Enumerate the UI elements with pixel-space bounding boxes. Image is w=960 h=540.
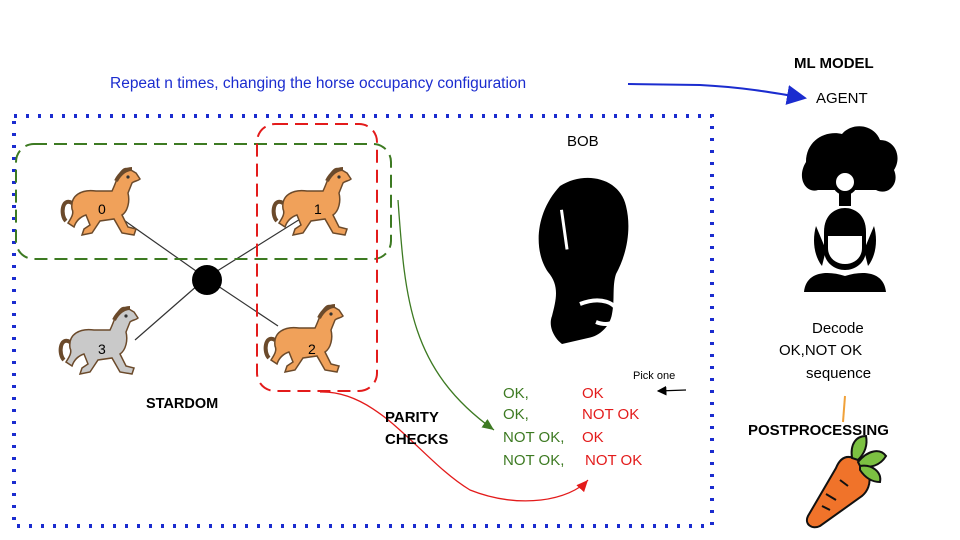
parity-row-4-first: NOT OK, (503, 452, 565, 469)
parity-checks-label-line2: CHECKS (385, 431, 449, 448)
postprocessing-label: POSTPROCESSING (748, 422, 889, 439)
bob-label: BOB (567, 133, 599, 150)
horse-2-icon (263, 303, 345, 374)
bob-silhouette-icon (538, 177, 629, 344)
parity-checks-label-line1: PARITY (385, 409, 439, 426)
pick-one-arrow (656, 385, 687, 396)
parity-row-1-second: OK (582, 385, 604, 402)
red-group-box (256, 123, 378, 392)
green-parity-arrow (397, 199, 495, 431)
repeat-arrow (627, 83, 807, 105)
parity-row-3-second: OK (582, 429, 604, 446)
red-parity-arrow (319, 391, 589, 502)
agent-label: AGENT (816, 90, 868, 107)
decode-line-1: Decode (812, 320, 864, 337)
central-node (192, 265, 222, 295)
ml-model-title: ML MODEL (794, 55, 874, 72)
parity-row-2-second: NOT OK (582, 406, 640, 423)
decode-line-3: sequence (806, 365, 872, 382)
horse-1-number: 1 (314, 201, 322, 217)
pick-one-label: Pick one (633, 370, 676, 382)
orange-connector (842, 395, 846, 423)
decode-line-2: OK,NOT OK (779, 342, 863, 359)
stardom-label: STARDOM (146, 396, 219, 412)
parity-row-2-first: OK, (503, 406, 529, 423)
agent-robot-icon (801, 126, 898, 292)
parity-row-1-first: OK, (503, 385, 529, 402)
horse-3-number: 3 (98, 341, 106, 357)
horse-0-number: 0 (98, 201, 106, 217)
stardom-dotted-frame (12, 114, 714, 528)
green-group-box (15, 143, 392, 260)
carrot-icon (806, 434, 888, 529)
parity-row-3-first: NOT OK, (503, 429, 565, 446)
repeat-instruction: Repeat n times, changing the horse occup… (110, 75, 527, 92)
horse-2-number: 2 (308, 341, 316, 357)
horse-1-icon (271, 166, 353, 238)
parity-row-4-second: NOT OK (585, 452, 643, 469)
